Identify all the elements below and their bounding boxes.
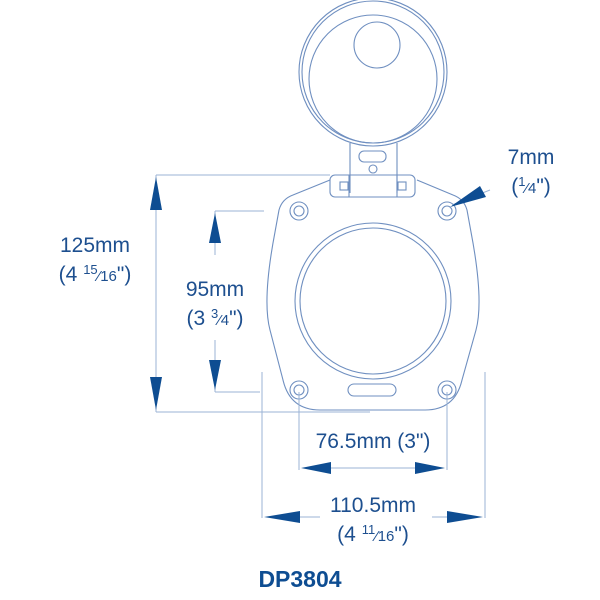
model-number: DP3804 bbox=[258, 566, 342, 592]
hole-diameter-imperial: (1⁄4") bbox=[511, 174, 551, 198]
vertical-spacing-metric: 95mm bbox=[185, 278, 245, 301]
mounting-holes bbox=[289, 201, 457, 400]
dimension-arrows bbox=[150, 177, 486, 523]
plate-outline bbox=[266, 179, 480, 411]
overall-height-imperial: (4 15⁄16") bbox=[58, 262, 132, 286]
overall-height-metric: 125mm bbox=[59, 234, 131, 257]
vertical-spacing-imperial: (3 3⁄4") bbox=[186, 306, 244, 330]
hinge-strap bbox=[329, 143, 416, 198]
label-overall-height: 125mm (4 15⁄16") bbox=[40, 234, 150, 289]
drain-slot bbox=[347, 383, 397, 397]
hole-diameter-metric: 7mm bbox=[507, 146, 555, 169]
overall-width-metric: 110.5mm bbox=[330, 494, 416, 517]
overall-width-imperial: (4 11⁄16") bbox=[337, 522, 409, 546]
cap-outline bbox=[298, 0, 448, 147]
label-overall-width: 110.5mm (4 11⁄16") bbox=[310, 494, 436, 549]
plate-opening bbox=[294, 222, 452, 380]
label-hole-spacing-horizontal: 76.5mm (3") bbox=[290, 430, 456, 454]
label-hole-spacing-vertical: 95mm (3 3⁄4") bbox=[162, 278, 268, 333]
label-hole-diameter: 7mm (1⁄4") bbox=[496, 146, 566, 201]
horizontal-spacing-text: 76.5mm (3") bbox=[315, 430, 431, 453]
